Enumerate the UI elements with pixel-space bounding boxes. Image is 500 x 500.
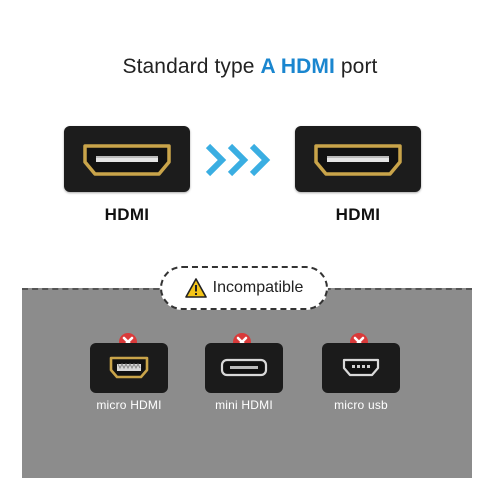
- title-suffix: port: [334, 55, 378, 78]
- mini-hdmi-port: [205, 343, 283, 393]
- hdmi-port-right: [295, 126, 421, 192]
- warning-icon: [184, 278, 207, 298]
- mini-hdmi-port-icon: [220, 358, 268, 377]
- micro-hdmi-port: [90, 343, 168, 393]
- micro-hdmi-label: micro HDMI: [96, 398, 162, 412]
- hdmi-label-right: HDMI: [335, 205, 381, 224]
- micro-usb-label: micro usb: [334, 398, 388, 412]
- page-title: Standard type A HDMI port: [0, 55, 500, 79]
- micro-hdmi-port-icon: [109, 356, 149, 379]
- incompatible-badge: Incompatible: [160, 266, 328, 310]
- chevrons-right-icon: [205, 143, 271, 177]
- badge-text: Incompatible: [212, 279, 304, 296]
- hdmi-port-left: [64, 126, 190, 192]
- mini-hdmi-label: mini HDMI: [215, 398, 273, 412]
- hdmi-label-left: HDMI: [104, 205, 150, 224]
- title-prefix: Standard type: [122, 55, 261, 78]
- micro-usb-port-icon: [342, 358, 380, 377]
- title-accent: A HDMI: [260, 55, 335, 78]
- micro-usb-port: [322, 343, 400, 393]
- hdmi-port-icon: [314, 144, 402, 176]
- hdmi-port-icon: [83, 144, 171, 176]
